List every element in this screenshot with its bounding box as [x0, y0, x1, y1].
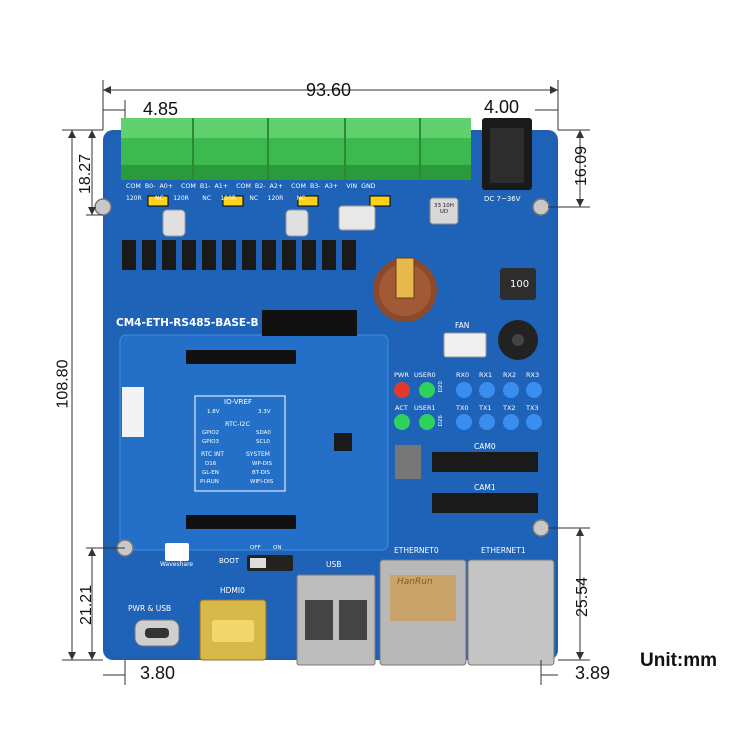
inductor — [500, 268, 536, 300]
ic-chip — [262, 310, 357, 336]
dim-terminal-offset: 4.85 — [143, 99, 179, 119]
cam0-connector — [432, 452, 538, 472]
dim-bottom-offset-left: 3.80 — [140, 663, 176, 683]
pwr-usb-label: PWR & USB — [128, 604, 172, 613]
led-label-rx3: RX3 — [526, 371, 540, 379]
model-label: CM4-ETH-RS485-BASE-B — [116, 317, 259, 329]
rtc-i2c-label: RTC-I2C — [225, 420, 251, 428]
dim-dc-jack: 4.00 — [484, 97, 520, 117]
led-label-user0: USER0 — [414, 371, 436, 379]
usb-label: USB — [326, 560, 342, 569]
leds-top — [394, 382, 542, 398]
dim-top-hole-right: 16.09 — [573, 145, 591, 187]
gpio2-label: GPIO2 — [202, 430, 220, 436]
cam1-connector — [432, 493, 538, 513]
dim-top-hole-left: 18.27 — [77, 153, 95, 195]
v33-label: 3.3V — [258, 409, 271, 415]
dim-bottom-left: 21.21 — [78, 584, 96, 626]
v18-label: 1.8V — [207, 409, 220, 415]
usb-port — [296, 574, 376, 666]
hdmi0-label: HDMI0 — [220, 586, 245, 595]
led-label-rx1: RX1 — [479, 371, 493, 379]
leds-bottom — [394, 414, 542, 430]
system-label: SYSTEM — [246, 451, 270, 458]
led-label-rx0: RX0 — [456, 371, 470, 379]
dim-bottom-offset-right: 3.89 — [575, 663, 611, 683]
led-label-tx2: TX2 — [503, 404, 516, 412]
led-label-tx1: TX1 — [479, 404, 492, 412]
wp-dis-label: WP-DIS — [252, 461, 272, 467]
cm4-connector-top — [186, 350, 296, 364]
boot-off-label: OFF — [250, 545, 261, 551]
dc-label: DC 7~36V — [484, 195, 521, 203]
dimension-lines — [62, 80, 590, 685]
white-label-strip — [122, 387, 144, 437]
unit-label: Unit:mm — [640, 650, 718, 671]
pi-run-label: PI-RUN — [200, 479, 219, 485]
fan-label: FAN — [455, 321, 470, 330]
led-label-tx0: TX0 — [456, 404, 469, 412]
bt-dis-label: BT-DIS — [252, 470, 270, 476]
hanrun-label: HanRun — [397, 577, 433, 587]
led-label-user1: USER1 — [414, 404, 436, 412]
cm4-connector-bottom — [186, 515, 296, 529]
cam1-label: CAM1 — [474, 483, 496, 492]
ethernet0-label: ETHERNET0 — [394, 546, 439, 555]
d26-label: D26 — [437, 415, 444, 427]
rtc-battery — [373, 257, 437, 322]
gl-en-label: GL-EN — [202, 470, 219, 476]
dim-height-total: 108.80 — [54, 359, 72, 409]
resistor-label-row: 120R NC 120R NC 120R NC 120R NC — [126, 195, 306, 202]
terminal-blocks — [121, 118, 471, 180]
led-label-pwr: PWR — [394, 371, 409, 379]
chip-row — [122, 240, 356, 270]
capacitor-label: 33 10H UD — [434, 203, 454, 215]
rtc-int-label: RTC INT — [201, 451, 225, 458]
scl0-label: SCL0 — [256, 439, 270, 445]
small-chip-2 — [395, 445, 421, 479]
ethernet1-label: ETHERNET1 — [481, 546, 526, 555]
small-chip-1 — [334, 433, 352, 451]
capacitors — [162, 197, 459, 237]
config-table — [194, 395, 286, 492]
led-label-rx2: RX2 — [503, 371, 517, 379]
boot-on-label: ON — [273, 545, 282, 551]
d16-label: D16 — [205, 461, 217, 467]
led-label-tx3: TX3 — [526, 404, 539, 412]
dim-width-total: 93.60 — [306, 80, 352, 100]
gpio3-label: GPIO3 — [202, 439, 220, 445]
cam0-label: CAM0 — [474, 442, 496, 451]
dimension-arrows — [68, 86, 584, 660]
fan-connector — [443, 332, 487, 358]
jumpers — [147, 195, 391, 207]
io-vref-label: IO-VREF — [224, 398, 252, 406]
waveshare-logo — [165, 543, 189, 561]
wifi-dis-label: WIFI-DIS — [250, 479, 274, 485]
led-label-act: ACT — [395, 404, 408, 412]
ethernet1-jack — [467, 559, 555, 666]
dim-bottom-right: 25.54 — [574, 576, 592, 618]
terminal-label-row: COM B0- A0+ COM B1- A1+ COM B2- A2+ COM … — [126, 183, 376, 190]
cm4-outline — [119, 334, 389, 551]
boot-label: BOOT — [219, 557, 239, 565]
d20-label: D20 — [437, 381, 444, 393]
sda0-label: SDA0 — [256, 430, 271, 436]
brand-label: Waveshare — [160, 561, 194, 568]
inductor-label: 100 — [510, 279, 530, 290]
